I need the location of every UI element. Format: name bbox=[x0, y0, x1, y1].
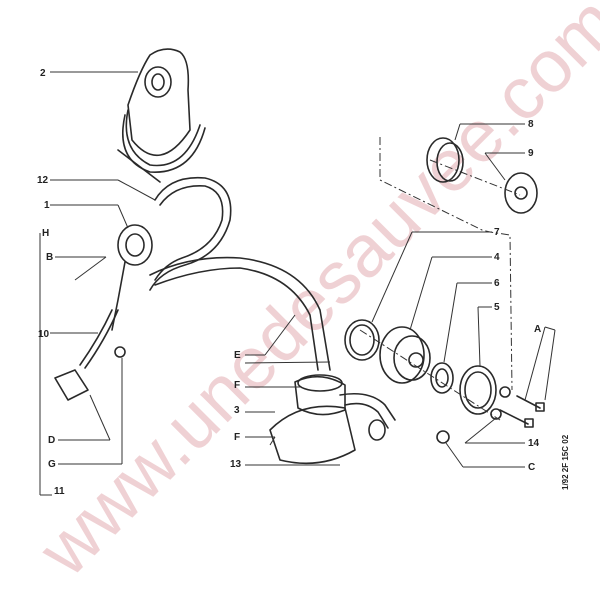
label-D: D bbox=[48, 435, 55, 446]
watermark: www.unedesauvee.com bbox=[22, 0, 600, 592]
label-6: 6 bbox=[494, 278, 500, 289]
part-5-ring-inner bbox=[464, 371, 492, 409]
leader-lines bbox=[39, 71, 556, 496]
hose-assembly bbox=[149, 176, 331, 371]
label-3: 3 bbox=[234, 405, 240, 416]
rod bbox=[117, 149, 161, 183]
label-F-lower: F bbox=[234, 432, 240, 443]
label-5: 5 bbox=[494, 302, 500, 313]
axis-line-2 bbox=[429, 159, 521, 196]
label-4: 4 bbox=[494, 252, 500, 263]
part-3-pump bbox=[269, 374, 396, 465]
part-7-seal bbox=[344, 319, 380, 361]
label-A: A bbox=[534, 324, 541, 335]
label-11: 11 bbox=[54, 486, 65, 497]
reference-code: 1/92 2F 15C 02 bbox=[561, 434, 570, 490]
label-G: G bbox=[48, 459, 56, 470]
axis-line bbox=[379, 137, 513, 391]
axis-line-3 bbox=[359, 329, 501, 421]
label-1: 1 bbox=[44, 200, 50, 211]
part-1-flange bbox=[111, 224, 153, 331]
part-6-gasket-inner bbox=[435, 368, 449, 388]
part-9-plate-hub bbox=[514, 186, 528, 200]
label-12: 12 bbox=[37, 175, 49, 186]
label-E: E bbox=[234, 350, 241, 361]
label-C: C bbox=[528, 462, 535, 473]
part-9-plate bbox=[504, 172, 538, 214]
label-H: H bbox=[42, 228, 49, 239]
part-4-housing bbox=[379, 326, 431, 384]
part-7-seal-inner bbox=[349, 324, 375, 356]
label-13: 13 bbox=[230, 459, 242, 470]
part-6-gasket bbox=[430, 362, 454, 394]
label-9: 9 bbox=[528, 148, 534, 159]
label-14: 14 bbox=[528, 438, 540, 449]
part-5-ring bbox=[459, 365, 497, 415]
label-F-upper: F bbox=[234, 380, 240, 391]
part-8-bushing-face bbox=[436, 142, 464, 182]
part-8-bushing bbox=[426, 137, 460, 183]
label-8: 8 bbox=[528, 119, 534, 130]
label-7: 7 bbox=[494, 227, 500, 238]
label-2: 2 bbox=[40, 68, 46, 79]
label-10: 10 bbox=[38, 329, 50, 340]
label-B: B bbox=[46, 252, 53, 263]
part-2-cover bbox=[121, 48, 206, 173]
part-11-valve bbox=[54, 309, 126, 401]
